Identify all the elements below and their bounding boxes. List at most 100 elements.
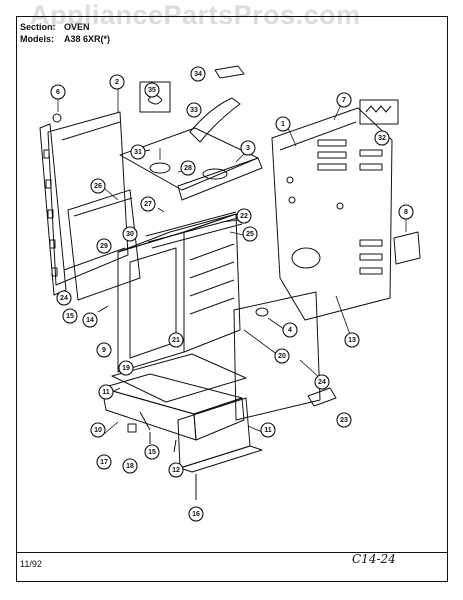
callout-20: 20 [274,348,290,364]
callout-circle [188,506,204,522]
callout-circle [56,290,72,306]
callout-number: 3 [246,145,250,152]
screw-14 [97,305,109,313]
back-panel [271,107,393,321]
callout-circle [109,74,125,90]
callout-23: 23 [336,412,352,428]
callout-circle [144,444,160,460]
callout-32: 32 [374,130,390,146]
callout-number: 16 [192,511,200,518]
callout-circle [98,384,114,400]
callout-15: 15 [144,444,160,460]
callout-14: 14 [82,312,98,328]
callout-circle [190,66,206,82]
callout-number: 10 [94,427,102,434]
callout-number: 20 [278,353,286,360]
callout-circle [282,322,298,338]
callout-number: 11 [264,427,272,434]
section-label: Section: [20,22,56,32]
callout-circle [374,130,390,146]
callout-circle [96,238,112,254]
callout-7: 7 [336,92,352,108]
callout-33: 33 [186,102,202,118]
callout-circle [186,102,202,118]
callout-8: 8 [398,204,414,220]
clip-18 [127,423,137,433]
callout-number: 27 [144,201,152,208]
callout-22: 22 [236,208,252,224]
door-liner [67,189,141,301]
callout-circle [122,226,138,242]
callout-number: 14 [86,317,94,324]
callout-circle [274,348,290,364]
callout-12: 12 [168,462,184,478]
callout-15: 15 [62,308,78,324]
callout-circle [118,360,134,376]
callout-number: 8 [404,209,408,216]
diagram-frame [16,16,448,582]
callout-number: 21 [172,337,180,344]
callout-34: 34 [190,66,206,82]
callout-number: 12 [172,467,180,474]
callout-1: 1 [275,116,291,132]
callout-circle [82,312,98,328]
callout-31: 31 [130,144,146,160]
callout-circle [168,332,184,348]
callout-circle [398,204,414,220]
callout-number: 17 [100,459,108,466]
callout-circle [314,374,330,390]
callout-number: 22 [240,213,248,220]
callout-number: 24 [60,295,68,302]
callout-circle [336,92,352,108]
callout-26: 26 [90,178,106,194]
callout-number: 25 [246,231,254,238]
callout-6: 6 [50,84,66,100]
hardware-pieces [365,105,392,113]
callout-circle [90,178,106,194]
side-panel [233,291,321,421]
callout-3: 3 [240,140,256,156]
models-value: A38 6XR(*) [64,34,111,44]
callout-16: 16 [188,506,204,522]
callout-circle [236,208,252,224]
callout-25: 25 [242,226,258,242]
callout-number: 33 [190,107,198,114]
callout-18: 18 [122,458,138,474]
screw-12 [173,439,177,453]
callout-circle [90,422,106,438]
callout-19: 19 [118,360,134,376]
callout-number: 28 [184,165,192,172]
callout-number: 31 [134,149,142,156]
callout-number: 4 [288,327,292,334]
callout-number: 29 [100,243,108,250]
callout-number: 24 [318,379,326,386]
callout-30: 30 [122,226,138,242]
callout-number: 26 [94,183,102,190]
callout-10: 10 [90,422,106,438]
callout-circle [144,82,160,98]
callout-circle [140,196,156,212]
callout-number: 30 [126,231,134,238]
models-label: Models: [20,34,55,44]
callout-circle [180,160,196,176]
heat-shield [189,97,241,143]
part-23 [307,387,337,407]
callout-24: 24 [314,374,330,390]
footer-date: 11/92 [20,559,42,569]
callout-circle [240,140,256,156]
part-8 [393,231,421,265]
callout-circle [336,412,352,428]
callout-number: 13 [348,337,356,344]
callout-number: 1 [281,121,285,128]
callout-24: 24 [56,290,72,306]
callout-number: 15 [148,449,156,456]
callout-circle [122,458,138,474]
callout-2: 2 [109,74,125,90]
callout-circle [130,144,146,160]
callout-number: 9 [102,347,106,354]
hardware-box [359,99,399,125]
callout-35: 35 [144,82,160,98]
